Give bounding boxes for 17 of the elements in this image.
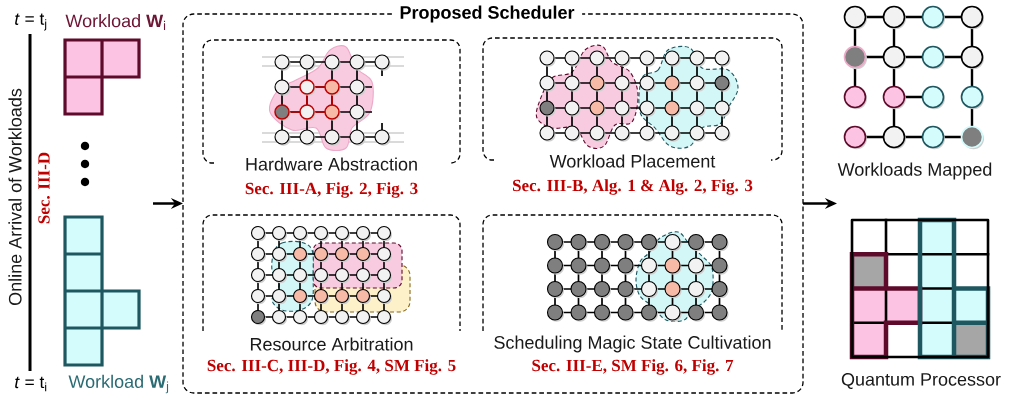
axis-label: Online Arrival of Workloads (8, 88, 22, 305)
scheduler-title: Proposed Scheduler (400, 5, 575, 23)
section-reference: Sec. III-E, SM Fig. 6, Fig. 7 (532, 359, 734, 375)
section-reference: Sec. III-D (38, 152, 50, 224)
workload-label: Workload W$_{i}$ (65, 14, 166, 30)
section-reference: Sec. III-C, III-D, Fig. 4, SM Fig. 5 (207, 359, 456, 375)
section-reference: Sec. III-B, Alg. 1 & Alg. 2, Fig. 3 (513, 179, 753, 195)
time-label: t = t$_{i}$ (15, 376, 47, 392)
panel-title: Scheduling Magic State Cultivation (494, 335, 771, 353)
panel-title: Workload Placement (549, 154, 716, 168)
workload-label: Workload W$_{j}$ (68, 374, 169, 394)
time-label: t = t$_{j}$ (15, 13, 47, 31)
panel-title: Hardware Abstraction (246, 157, 417, 171)
section-reference: Sec. III-A, Fig. 2, Fig. 3 (245, 182, 418, 198)
grid-title: Quantum Processor (841, 373, 1001, 389)
panel-title: Resource Arbitration (250, 337, 413, 351)
grid-title: Workloads Mapped (837, 162, 992, 180)
